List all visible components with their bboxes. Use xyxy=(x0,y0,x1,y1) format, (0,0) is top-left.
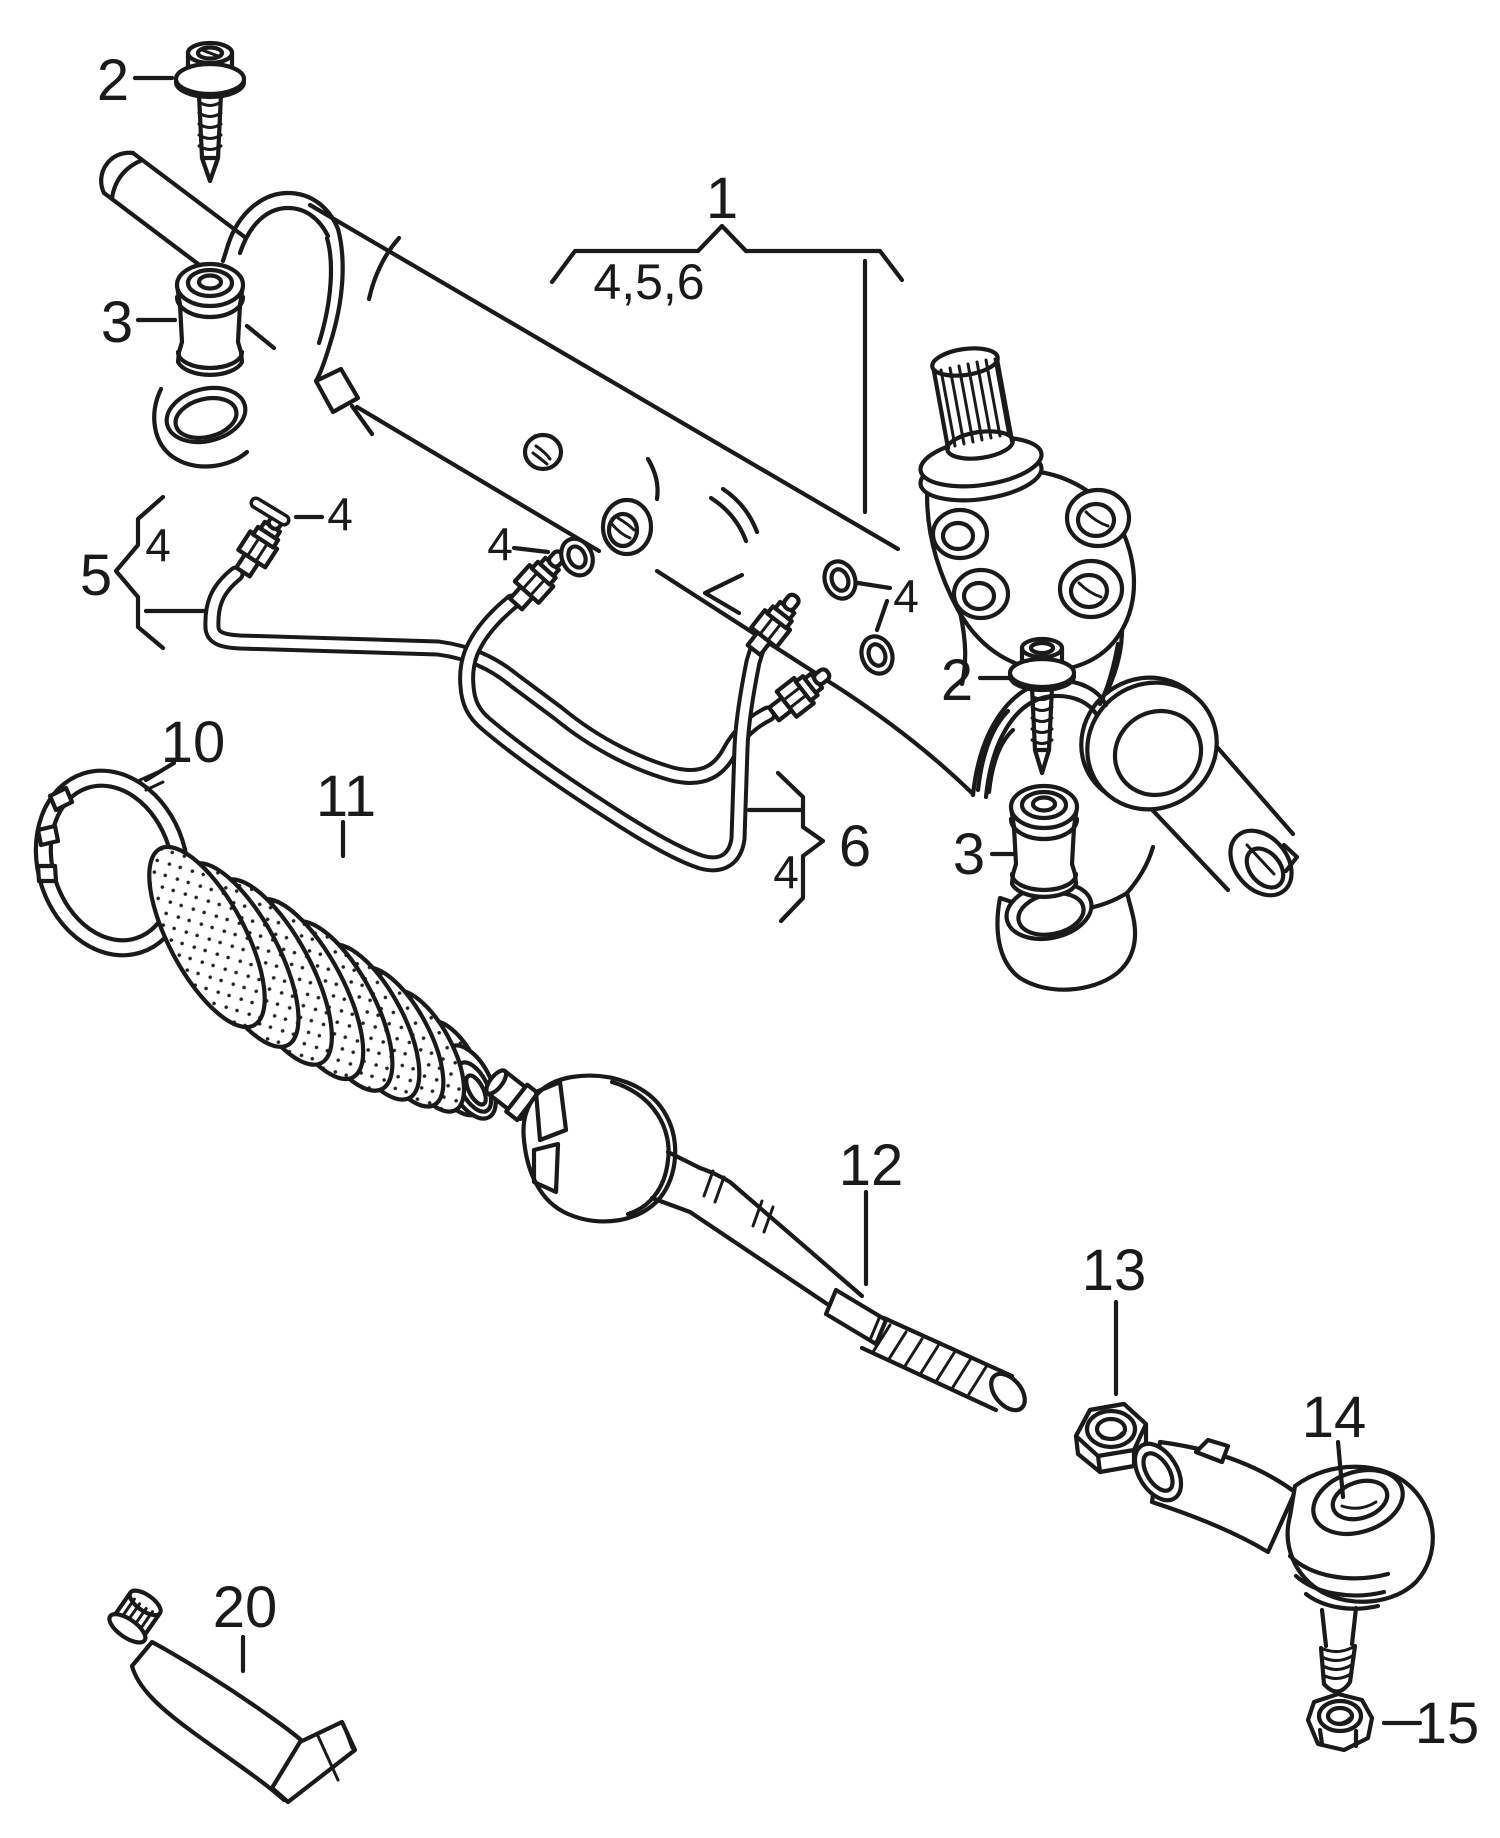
callout-4-in6: 4 xyxy=(773,846,799,898)
valve-body xyxy=(918,346,1137,701)
pipe-union-stub xyxy=(313,366,361,415)
tie-rod-end xyxy=(1132,1437,1435,1694)
mount-bushing-left xyxy=(174,261,246,377)
bracket-part6 xyxy=(746,770,826,924)
right-mount-bracket xyxy=(970,678,1156,992)
callout-10: 10 xyxy=(161,710,226,775)
steering-boot xyxy=(147,844,498,1121)
callout-4-pin: 4 xyxy=(327,488,353,540)
boot-clamp xyxy=(33,768,191,958)
callout-12: 12 xyxy=(839,1133,904,1198)
bracket-part1 xyxy=(549,223,905,616)
callout-4-in5: 4 xyxy=(145,519,171,571)
callout-4-mid: 4 xyxy=(487,518,513,570)
mount-bolt-top xyxy=(173,40,247,184)
callout-1: 1 xyxy=(706,166,738,231)
callout-leaders xyxy=(113,75,1423,1726)
pressure-pipe xyxy=(203,565,777,785)
stud-nut xyxy=(1305,1691,1375,1753)
callout-2-right: 2 xyxy=(941,648,973,713)
callout-15: 15 xyxy=(1415,1691,1480,1756)
lock-nut xyxy=(1073,1401,1149,1475)
callout-20: 20 xyxy=(213,1575,278,1640)
callout-3-right: 3 xyxy=(953,822,985,887)
callout-4-right: 4 xyxy=(893,570,919,622)
steering-rack-housing xyxy=(307,202,975,796)
callout-13: 13 xyxy=(1082,1238,1147,1303)
tube-crimp-end xyxy=(269,1719,358,1805)
callout-14: 14 xyxy=(1302,1385,1367,1450)
return-pipe xyxy=(458,593,766,873)
o-ring xyxy=(822,559,858,601)
left-mount-bracket xyxy=(99,150,345,469)
mount-bushing-right xyxy=(1008,783,1080,899)
grease-tube xyxy=(107,1588,358,1805)
pipe-fitting xyxy=(234,511,286,579)
pipe-fitting xyxy=(766,667,832,723)
callout-6: 6 xyxy=(839,814,871,879)
bracket-part5 xyxy=(113,494,207,651)
o-ring xyxy=(859,634,895,676)
callout-2-top: 2 xyxy=(97,48,129,113)
hydraulic-pipes xyxy=(203,496,895,873)
callout-labels: 1 4,5,6 2 3 5 4 4 4 4 2 3 6 4 10 11 12 1… xyxy=(80,48,1479,1756)
inner-tie-rod xyxy=(484,1068,1027,1413)
callout-5: 5 xyxy=(80,543,112,608)
input-shaft-spline xyxy=(918,346,1044,503)
housing-end-collar xyxy=(1079,641,1219,812)
pipe-fitting xyxy=(745,592,801,658)
callout-4-5-6: 4,5,6 xyxy=(593,254,704,310)
callout-11: 11 xyxy=(316,764,376,829)
o-ring xyxy=(559,536,595,578)
mount-bolt-right xyxy=(1007,636,1077,776)
callout-3-left: 3 xyxy=(101,290,133,355)
